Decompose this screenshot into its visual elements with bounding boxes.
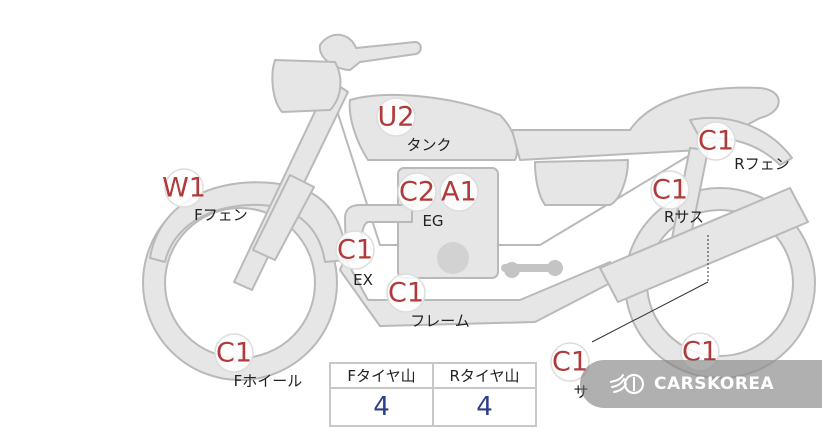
rear-tread-value: 4 <box>432 387 537 427</box>
headlight <box>271 59 342 113</box>
label-front-fender: Fフェン <box>194 206 248 224</box>
svg-text:C2: C2 <box>399 177 435 208</box>
badge-front-wheel: C1 <box>214 333 254 373</box>
badge-exhaust: C1 <box>335 230 375 270</box>
label-engine: EG <box>422 212 443 230</box>
tread-header-row: Fタイヤ山 Rタイヤ山 <box>329 362 537 389</box>
front-tread-header: Fタイヤ山 <box>329 362 434 389</box>
svg-text:A1: A1 <box>441 177 477 208</box>
badge-frame: C1 <box>386 273 426 313</box>
tread-value-row: 4 4 <box>329 387 537 427</box>
svg-text:U2: U2 <box>378 102 415 133</box>
leader-line-side <box>591 281 709 343</box>
label-rear-fender: Rフェン <box>734 155 789 173</box>
badge-front-fender: W1 <box>162 168 206 208</box>
badge-engine-1: C2 <box>397 172 437 212</box>
swingarm-pivot <box>504 262 520 278</box>
muffler <box>599 187 809 303</box>
flame-logo-icon <box>610 373 644 395</box>
side-cover <box>534 159 629 206</box>
fork-boot <box>252 174 315 261</box>
watermark-text: CARSKOREA <box>654 374 775 394</box>
label-tank: タンク <box>406 136 451 154</box>
badge-engine-2: A1 <box>439 172 479 212</box>
watermark: CARSKOREA <box>580 360 822 408</box>
rear-tread-header: Rタイヤ山 <box>432 362 537 389</box>
svg-text:W1: W1 <box>162 173 206 204</box>
label-front-wheel: Fホイール <box>234 372 303 390</box>
label-frame: フレーム <box>410 312 470 330</box>
swingarm-end <box>547 260 563 276</box>
engine-cover <box>437 242 469 274</box>
front-tread-value: 4 <box>329 387 434 427</box>
label-rear-suspension: Rサス <box>664 208 704 226</box>
svg-text:C1: C1 <box>388 278 424 309</box>
badge-tank: U2 <box>376 97 416 137</box>
tire-tread-table: Fタイヤ山 Rタイヤ山 4 4 <box>329 362 537 427</box>
label-exhaust: EX <box>353 271 373 289</box>
badge-rear-suspension: C1 <box>650 170 690 210</box>
svg-text:C1: C1 <box>698 126 734 157</box>
svg-text:C1: C1 <box>652 175 688 206</box>
badge-rear-fender: C1 <box>696 121 736 161</box>
svg-text:C1: C1 <box>337 235 373 266</box>
svg-text:C1: C1 <box>216 338 252 369</box>
